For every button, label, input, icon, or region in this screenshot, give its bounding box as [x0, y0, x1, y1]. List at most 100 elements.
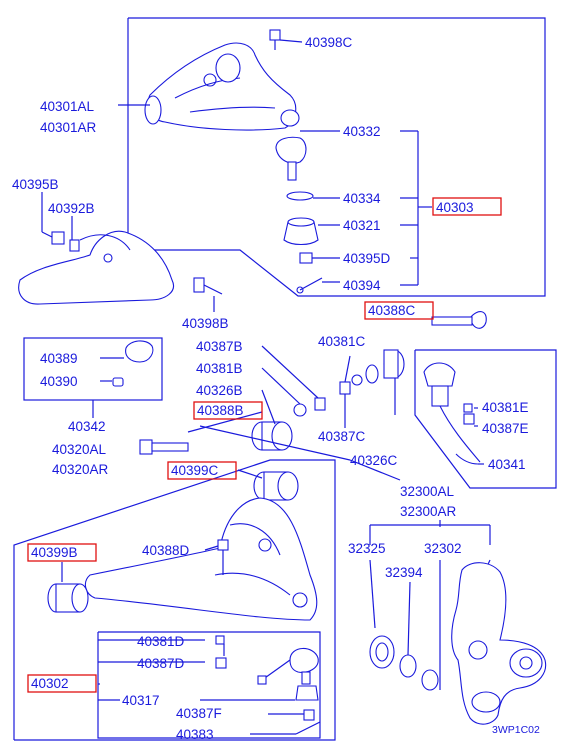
label-40399C: 40399C	[171, 463, 219, 478]
label-40395B: 40395B	[12, 177, 59, 192]
washer-40381E	[463, 403, 473, 413]
label-40388D: 40388D	[142, 543, 190, 558]
label-40341: 40341	[488, 457, 526, 472]
leaders-left-upper	[41, 192, 215, 312]
label-32394: 32394	[385, 565, 423, 580]
label-40387F: 40387F	[176, 706, 222, 721]
link-40341	[423, 362, 481, 465]
bolt-40388B	[139, 439, 189, 455]
nut-40387E	[463, 413, 475, 425]
nut-40387C	[339, 381, 351, 395]
label-40326B: 40326B	[196, 383, 243, 398]
washer-40381C-a	[351, 374, 363, 386]
upper-arm-box	[127, 17, 546, 297]
lower-arm-box	[13, 459, 336, 741]
label-40388C: 40388C	[368, 303, 416, 318]
label-32300AR: 32300AR	[400, 504, 457, 519]
upper-control-arm-drawing	[144, 42, 300, 131]
box-40341	[414, 349, 557, 489]
label-40398C: 40398C	[305, 35, 353, 50]
highlight-40399B	[27, 543, 97, 562]
label-40381E: 40381E	[482, 400, 529, 415]
label-40387E: 40387E	[482, 421, 529, 436]
leaders-upper	[118, 39, 340, 283]
label-32302: 32302	[424, 541, 462, 556]
nut-40387F	[303, 709, 315, 721]
bushing-40326B	[251, 421, 293, 451]
nut-40387D	[215, 657, 227, 669]
label-40387C: 40387C	[318, 429, 366, 444]
washer-40381D	[215, 635, 225, 645]
diagram-code: 3WP1C02	[492, 724, 540, 736]
seal-32325	[369, 635, 395, 669]
nut-40395B	[51, 231, 65, 245]
label-40392B: 40392B	[48, 201, 95, 216]
cotter-pin-40394	[296, 277, 323, 294]
ring-32394	[399, 654, 417, 678]
label-40342: 40342	[68, 419, 106, 434]
label-40381B: 40381B	[196, 361, 243, 376]
label-40395D: 40395D	[343, 251, 391, 266]
nut-40395D	[299, 252, 313, 264]
washer-40381C-b	[365, 364, 379, 384]
label-40302: 40302	[31, 676, 69, 691]
bolt-40398C	[269, 29, 281, 50]
bushing-40399C	[253, 471, 299, 501]
label-32325: 32325	[348, 541, 386, 556]
part-labels: 40398C 40301AL 40301AR 40332 40303 40334…	[12, 35, 540, 742]
label-40332: 40332	[343, 124, 381, 139]
bolt-40388C	[431, 311, 487, 329]
ring-40334	[286, 191, 314, 201]
label-40389: 40389	[40, 351, 78, 366]
label-40383: 40383	[176, 727, 214, 742]
lower-ball-joint-bracket	[97, 631, 321, 739]
label-40317: 40317	[122, 693, 160, 708]
cotter-pin-40383	[295, 721, 321, 735]
label-40387D: 40387D	[137, 656, 185, 671]
label-40303: 40303	[436, 200, 474, 215]
bolt-40388D	[217, 539, 229, 575]
knuckle-bracket	[369, 520, 491, 690]
grease-nipple-40390	[112, 377, 124, 387]
label-40390: 40390	[40, 374, 78, 389]
label-40394: 40394	[343, 278, 381, 293]
label-40388B: 40388B	[197, 403, 244, 418]
label-40381C: 40381C	[318, 334, 366, 349]
label-40321: 40321	[343, 218, 381, 233]
label-40301AR: 40301AR	[40, 120, 97, 135]
lower-control-arm-drawing	[84, 497, 318, 621]
leaders-lower	[98, 639, 304, 735]
label-40326C: 40326C	[350, 453, 398, 468]
cap-40389	[125, 340, 154, 363]
highlight-40388C	[364, 301, 434, 320]
bolt-40317-side	[257, 659, 291, 685]
washer-40392B	[69, 239, 80, 252]
boot-40321	[283, 217, 319, 246]
label-40398B: 40398B	[182, 316, 229, 331]
washer-40381B	[293, 403, 307, 417]
knuckle-32302	[451, 562, 547, 725]
highlight-40303	[432, 197, 502, 216]
bushing-40399B	[47, 583, 89, 613]
label-40381D: 40381D	[137, 634, 185, 649]
stabilizer-bracket-drawing	[18, 230, 174, 305]
label-40399B: 40399B	[31, 545, 78, 560]
ball-joint-40317	[289, 647, 319, 701]
ball-joint-40332	[275, 136, 307, 181]
highlight-40388B	[193, 401, 263, 420]
label-40320AL: 40320AL	[52, 442, 107, 457]
highlight-40302	[27, 674, 97, 693]
cap-32302-inner	[421, 669, 439, 691]
highlight-40399C	[167, 461, 237, 480]
nut-40387B	[314, 397, 326, 411]
label-40301AL: 40301AL	[40, 99, 95, 114]
label-40387B: 40387B	[196, 339, 243, 354]
leaders-middle	[187, 345, 401, 481]
label-40320AR: 40320AR	[52, 462, 109, 477]
bracket-40303	[400, 130, 432, 286]
bolt-40398B	[193, 277, 223, 295]
label-40334: 40334	[343, 191, 381, 206]
leaders-right-middle	[474, 407, 484, 465]
